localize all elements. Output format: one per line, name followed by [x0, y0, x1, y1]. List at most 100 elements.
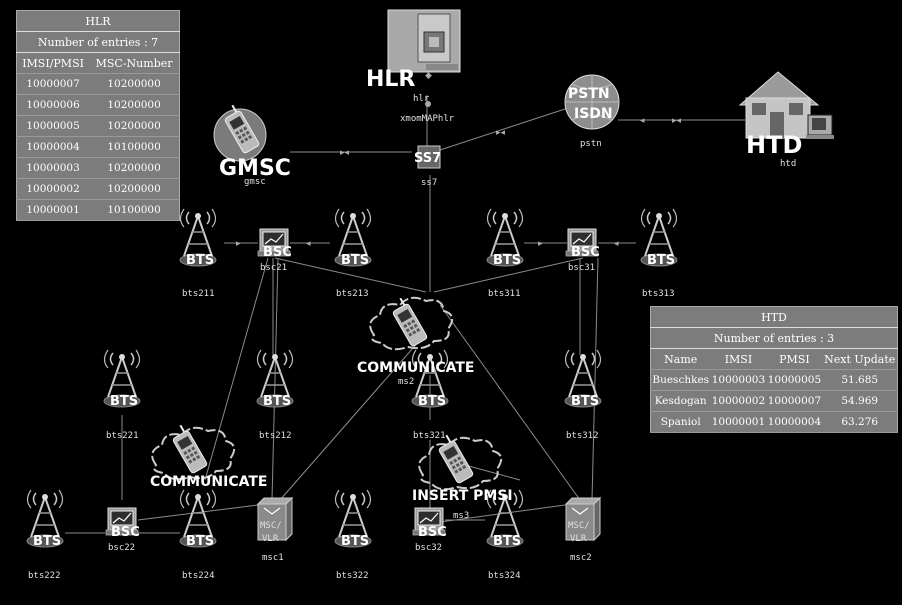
- msc-cell: 10200000: [89, 157, 180, 179]
- bts-icon-text: BTS: [186, 534, 214, 549]
- imsi-cell: 10000007: [16, 73, 90, 95]
- bts-icon-text: BTS: [263, 394, 291, 409]
- bsc22-label: bsc22: [108, 543, 135, 553]
- next-update-cell: 51.685: [822, 369, 898, 391]
- msc-cell: 10200000: [89, 94, 180, 116]
- bsc32-label: bsc32: [415, 543, 442, 553]
- bts224-label: bts224: [182, 571, 215, 581]
- mobile-phone-icon: [167, 422, 209, 475]
- bts312-node[interactable]: BTS bts312: [564, 349, 602, 441]
- bsc-icon-text: BSC: [571, 245, 600, 260]
- server-icon: [387, 9, 461, 73]
- imsi-cell: 10000003: [710, 369, 767, 391]
- msc1-node[interactable]: MSC/VLR msc1: [257, 497, 293, 563]
- name-cell: Kesdogan: [650, 390, 711, 412]
- column-header: Next Update: [822, 348, 898, 370]
- ss7-label: ss7: [421, 178, 437, 188]
- bts313-label: bts313: [642, 289, 675, 299]
- ms3-node[interactable]: INSERT PMSI ms3: [412, 432, 513, 521]
- link-markers: ▸◂▸◂ ▸◂◂ ▸◂ ▸◂ ◆: [236, 71, 682, 249]
- gmsc-node[interactable]: GMSC gmsc: [213, 102, 291, 187]
- pstn-node[interactable]: PSTN ISDN pstn: [564, 74, 620, 149]
- column-header: MSC-Number: [89, 52, 180, 74]
- hlr-big-label: HLR: [366, 67, 415, 92]
- ss7-big-label: SS7: [414, 151, 441, 166]
- htd-label: htd: [780, 159, 796, 169]
- house-icon: [738, 71, 834, 139]
- bts313-node[interactable]: BTS bts313: [640, 208, 678, 299]
- msc-icon-text-2: VLR: [262, 534, 279, 544]
- imsi-cell: 10000002: [710, 390, 767, 412]
- bts211-label: bts211: [182, 289, 215, 299]
- svg-text:▸: ▸: [236, 239, 241, 249]
- htd-node[interactable]: HTD htd: [738, 71, 834, 169]
- svg-text:◆: ◆: [425, 71, 432, 81]
- msc-cell: 10100000: [89, 136, 180, 158]
- bts-icon-text: BTS: [647, 253, 675, 268]
- ms2-node[interactable]: COMMUNICATE ms2: [357, 295, 474, 387]
- hlr-port-icon: [425, 101, 431, 107]
- pmsi-cell: 10000004: [766, 411, 823, 433]
- communicate-left-message: COMMUNICATE: [150, 474, 267, 490]
- msc-cell: 10200000: [89, 115, 180, 137]
- table-row: Spaniol 10000001 10000004 63.276: [650, 411, 898, 433]
- msc-icon-text-2: VLR: [570, 534, 587, 544]
- msc-cell: 10200000: [89, 73, 180, 95]
- msc-icon-text-1: MSC/: [260, 521, 282, 531]
- svg-text:▸: ▸: [538, 239, 543, 249]
- switch-icon: [417, 145, 441, 169]
- svg-text:▸◂: ▸◂: [340, 148, 350, 158]
- bts213-label: bts213: [336, 289, 369, 299]
- name-cell: Bueschkes: [650, 369, 711, 391]
- msc-cell: 10100000: [89, 199, 180, 221]
- bts-icon-text: BTS: [110, 394, 138, 409]
- imsi-cell: 10000006: [16, 94, 90, 116]
- pstn-icon-text-2: ISDN: [574, 106, 613, 122]
- column-header: Name: [650, 348, 711, 370]
- bts322-label: bts322: [336, 571, 369, 581]
- hlr-label: hlr: [413, 94, 430, 104]
- bts-icon-text: BTS: [571, 394, 599, 409]
- ms1-node[interactable]: COMMUNICATE: [150, 422, 267, 490]
- hlr-table-title: HLR: [16, 10, 180, 32]
- imsi-cell: 10000003: [16, 157, 90, 179]
- bsc22-node[interactable]: BSC bsc22: [105, 507, 140, 553]
- imsi-cell: 10000001: [710, 411, 767, 433]
- bts312-label: bts312: [566, 431, 599, 441]
- htd-table-title: HTD: [650, 306, 898, 328]
- table-row: Bueschkes 10000003 10000005 51.685: [650, 369, 898, 391]
- htd-table: HTD Number of entries : 3 Name IMSI PMSI…: [650, 306, 898, 433]
- bts-icon-text: BTS: [418, 394, 446, 409]
- svg-text:◂: ◂: [306, 239, 311, 249]
- hlr-node[interactable]: HLR hlr xmomMAPhlr: [366, 9, 461, 124]
- column-header: IMSI: [710, 348, 767, 370]
- bsc-icon-text: BSC: [111, 525, 140, 540]
- bts221-label: bts221: [106, 431, 139, 441]
- msc1-label: msc1: [262, 553, 284, 563]
- bts224-node[interactable]: BTS bts224: [179, 489, 217, 581]
- bts221-node[interactable]: BTS bts221: [103, 349, 141, 441]
- htd-big-label: HTD: [746, 131, 802, 159]
- ms2-label: ms2: [398, 377, 414, 387]
- pstn-label: pstn: [580, 139, 602, 149]
- ss7-node[interactable]: SS7 ss7: [414, 145, 441, 188]
